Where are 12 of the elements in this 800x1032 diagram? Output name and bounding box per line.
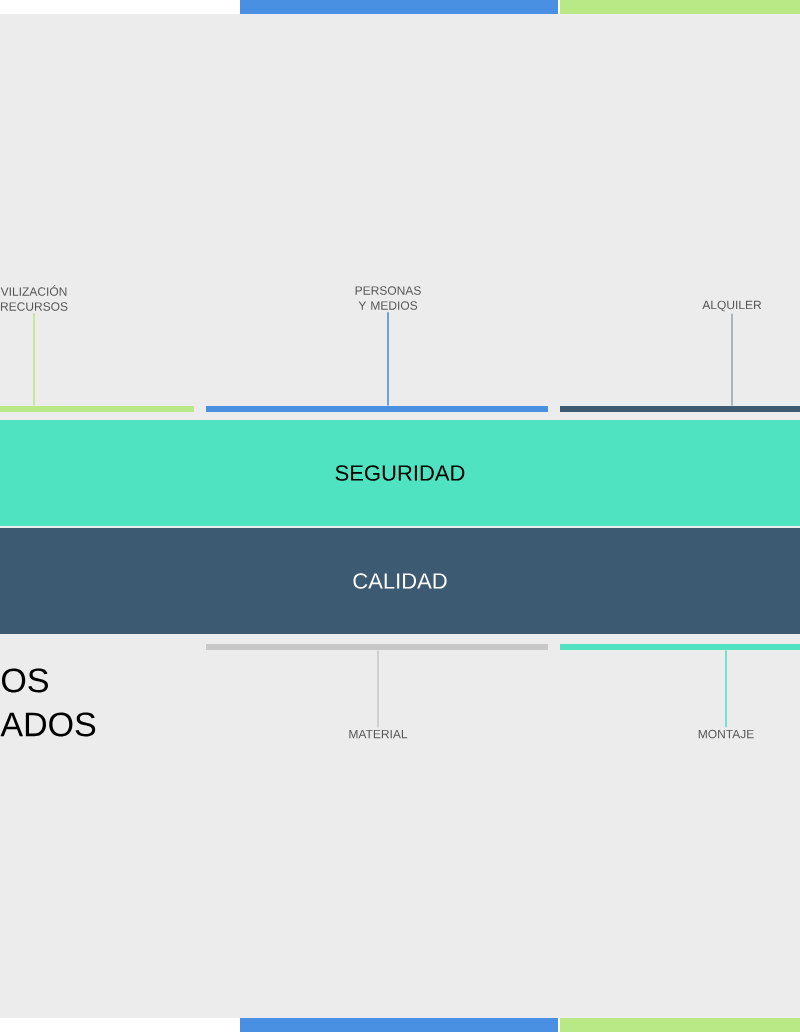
- leader-line: [731, 312, 733, 407]
- leader-line: [33, 312, 35, 407]
- bar: [560, 406, 800, 412]
- leader-line: [387, 311, 389, 407]
- bar: [0, 406, 194, 412]
- bar: [560, 644, 800, 650]
- bar: [206, 406, 548, 412]
- band: SEGURIDAD: [0, 420, 800, 526]
- bar: [206, 644, 548, 650]
- band: CALIDAD: [0, 528, 800, 634]
- leader-line: [725, 649, 727, 729]
- title-text: OS ADOS: [0, 668, 96, 737]
